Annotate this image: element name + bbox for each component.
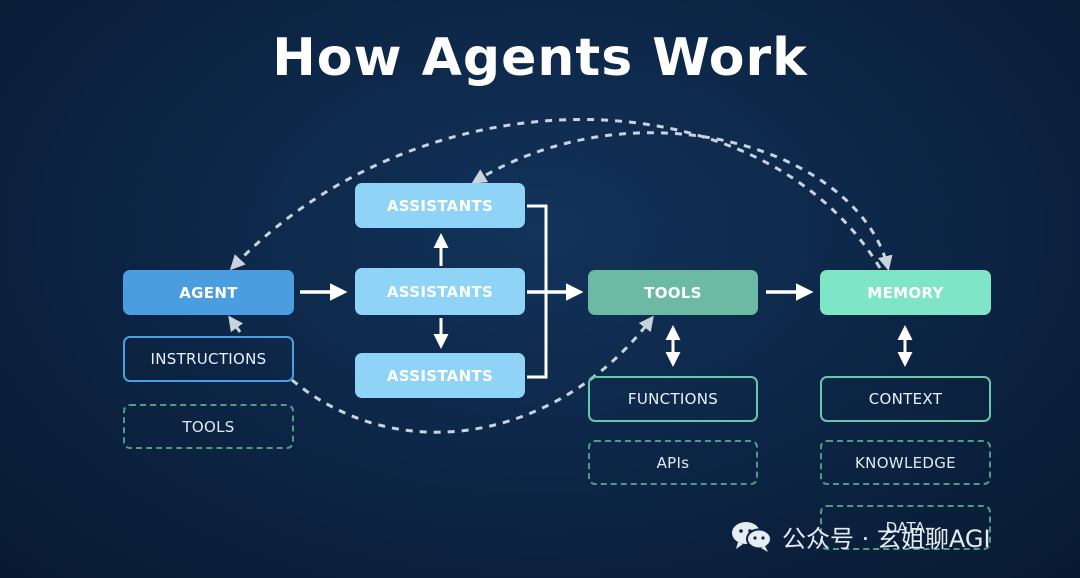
memory-node[interactable]: MEMORY	[820, 270, 991, 315]
assistants-node-top[interactable]: ASSISTANTS	[355, 183, 525, 228]
apis-node[interactable]: APIs	[588, 440, 758, 485]
context-node[interactable]: CONTEXT	[820, 376, 991, 422]
dashed-link-instructions-to-agent	[228, 315, 244, 333]
watermark: 公众号 · 玄姐聊AGI	[730, 516, 991, 556]
assistants-node-middle[interactable]: ASSISTANTS	[355, 268, 525, 315]
assistants-node-bottom[interactable]: ASSISTANTS	[355, 353, 525, 398]
dashed-link-memory-to-agent	[229, 118, 882, 271]
knowledge-node[interactable]: KNOWLEDGE	[820, 440, 991, 485]
page-title: How Agents Work	[272, 28, 808, 88]
instructions-node[interactable]: INSTRUCTIONS	[123, 336, 294, 382]
watermark-text: 公众号 · 玄姐聊AGI	[782, 524, 991, 553]
tools-node[interactable]: TOOLS	[588, 270, 758, 315]
wechat-icon	[730, 519, 774, 553]
data-node[interactable]: DATA	[820, 505, 991, 550]
agent-node[interactable]: AGENT	[123, 270, 294, 315]
functions-node[interactable]: FUNCTIONS	[588, 376, 758, 422]
agent-tools-node[interactable]: TOOLS	[123, 404, 294, 449]
dashed-link-assistants-to-memory	[471, 131, 893, 271]
dashed-link-instructions-to-tools	[291, 315, 654, 434]
